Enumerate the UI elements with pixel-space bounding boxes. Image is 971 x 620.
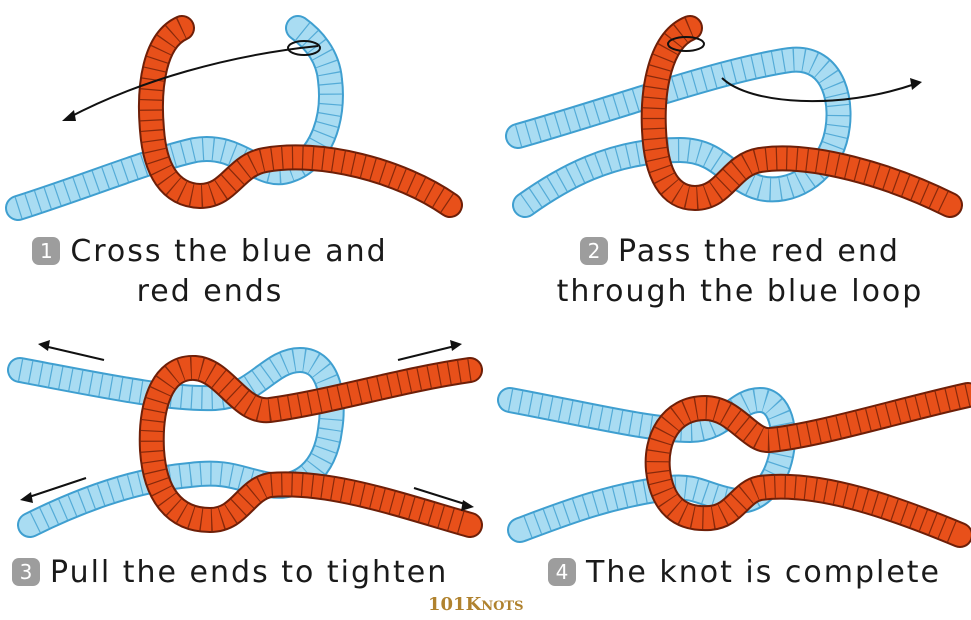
- step-1-badge: 1: [32, 237, 60, 265]
- step-4-line-1: The knot is complete: [586, 555, 941, 590]
- step-4-panel: [490, 320, 970, 550]
- step-2-caption: 2 Pass the red end through the blue loop: [510, 232, 970, 312]
- step-1-line-2: red ends: [137, 274, 284, 309]
- step-3-panel: [0, 320, 490, 550]
- step-1-illustration: [0, 0, 480, 230]
- step-3-line-1: Pull the ends to tighten: [50, 555, 448, 590]
- logo-prefix: 101K: [428, 594, 481, 615]
- step-2-panel: [490, 0, 970, 230]
- step-2-line-2: through the blue loop: [557, 274, 924, 309]
- step-4-illustration: [490, 320, 970, 550]
- step-4-caption: 4 The knot is complete: [548, 553, 941, 593]
- step-3-badge: 3: [12, 558, 40, 586]
- brand-logo: 101KNOTS: [428, 594, 524, 615]
- step-1-caption: 1 Cross the blue and red ends: [0, 232, 420, 312]
- arrow-path: [68, 46, 318, 118]
- arrow-top-right: [398, 346, 455, 360]
- arrow-head: [20, 492, 33, 503]
- step-4-badge: 4: [548, 558, 576, 586]
- step-3-illustration: [0, 320, 490, 550]
- step-2-line-1: Pass the red end: [618, 234, 900, 269]
- arrow-head: [450, 340, 462, 351]
- arrow-head: [62, 110, 76, 121]
- arrow-head: [461, 500, 474, 511]
- arrow-head: [38, 340, 50, 351]
- red-rope-tube: [658, 395, 968, 535]
- logo-suffix: NOTS: [481, 599, 523, 614]
- step-2-illustration: [490, 0, 970, 230]
- step-2-badge: 2: [580, 237, 608, 265]
- step-1-panel: [0, 0, 480, 230]
- arrow-top-left: [44, 346, 104, 360]
- step-1-line-1: Cross the blue and: [70, 234, 387, 269]
- step-3-caption: 3 Pull the ends to tighten: [12, 553, 448, 593]
- arrow-head: [910, 78, 922, 90]
